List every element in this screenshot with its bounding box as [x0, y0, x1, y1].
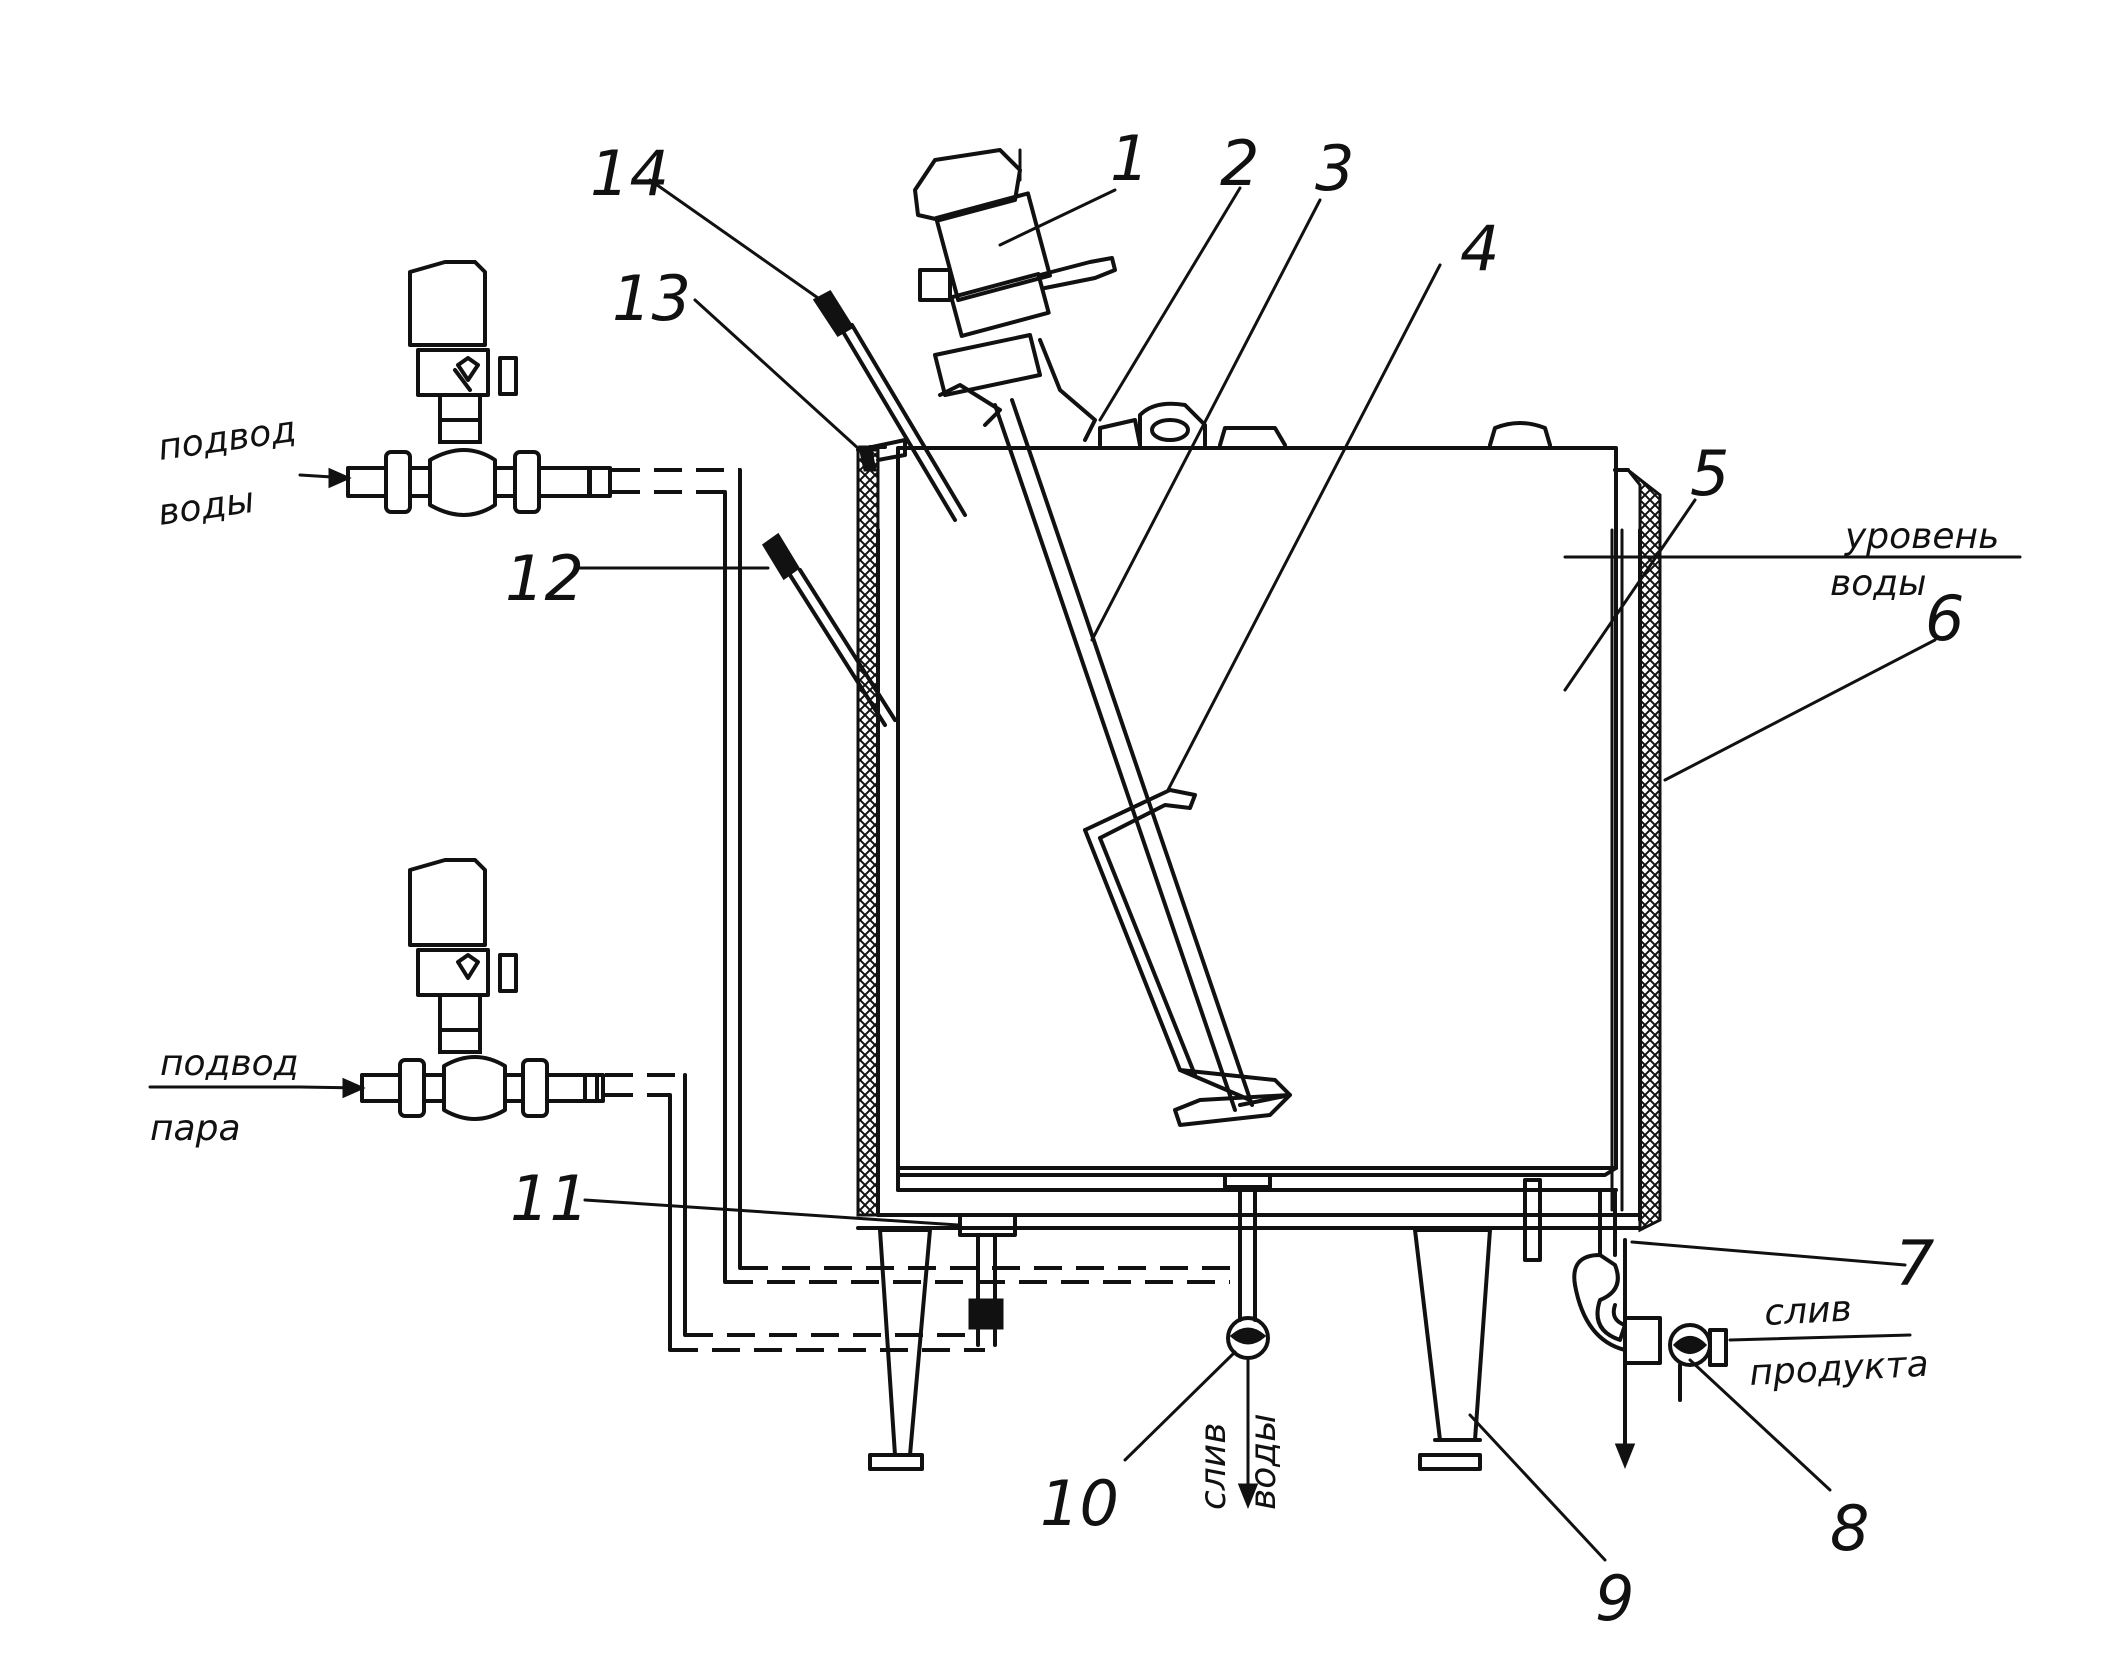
- legs: [868, 1178, 1542, 1471]
- lid-fittings: [1098, 401, 1552, 447]
- water-valve: [298, 260, 612, 517]
- callout-5: 5: [1690, 437, 1729, 510]
- water-drain-10: [1223, 1173, 1272, 1377]
- callout-6: 6: [1925, 582, 1964, 655]
- caption-water-in-2: воды: [156, 480, 257, 534]
- caption-product-drain-1: слив: [1763, 1288, 1852, 1334]
- callout-4: 4: [1460, 212, 1499, 285]
- thermometer-12: [761, 532, 897, 727]
- caption-water-level-2: воды: [1830, 563, 1927, 604]
- callout-numbers: 1 2 3 4 5 6 7 8 9 10 11 12 13 14: [505, 122, 1964, 1635]
- caption-steam-in-2: пара: [150, 1108, 241, 1149]
- callout-9: 9: [1595, 1562, 1634, 1635]
- supply-lines: [605, 468, 1230, 1352]
- callout-3: 3: [1315, 132, 1354, 205]
- caption-steam-in-1: подвод: [160, 1043, 299, 1084]
- motor: [913, 148, 1117, 442]
- steam-valve: [298, 858, 605, 1121]
- callout-13: 13: [612, 262, 691, 335]
- callout-10: 10: [1040, 1467, 1119, 1540]
- leader-lines: [573, 178, 1937, 1562]
- agitator: [993, 398, 1292, 1127]
- caption-product-drain-2: продукта: [1748, 1344, 1929, 1394]
- captions: подвод воды подвод пара уровень воды сли…: [148, 409, 1999, 1510]
- level-sensor-13: [858, 445, 887, 472]
- callout-12: 12: [505, 542, 584, 615]
- callout-1: 1: [1110, 122, 1149, 195]
- callout-14: 14: [590, 137, 669, 210]
- steam-inlet-valve-11: [958, 1213, 1017, 1347]
- callout-8: 8: [1830, 1492, 1869, 1565]
- caption-water-level-1: уровень: [1844, 516, 1999, 557]
- caption-water-drain-1: слив: [1193, 1423, 1234, 1510]
- callout-11: 11: [510, 1162, 589, 1235]
- callout-2: 2: [1220, 127, 1259, 200]
- insulation-jacket: [856, 438, 1662, 1233]
- thermometer-14: [812, 290, 967, 522]
- callout-7: 7: [1895, 1227, 1934, 1300]
- product-drain: [1572, 1188, 1912, 1470]
- caption-water-in-1: подвод: [156, 409, 299, 469]
